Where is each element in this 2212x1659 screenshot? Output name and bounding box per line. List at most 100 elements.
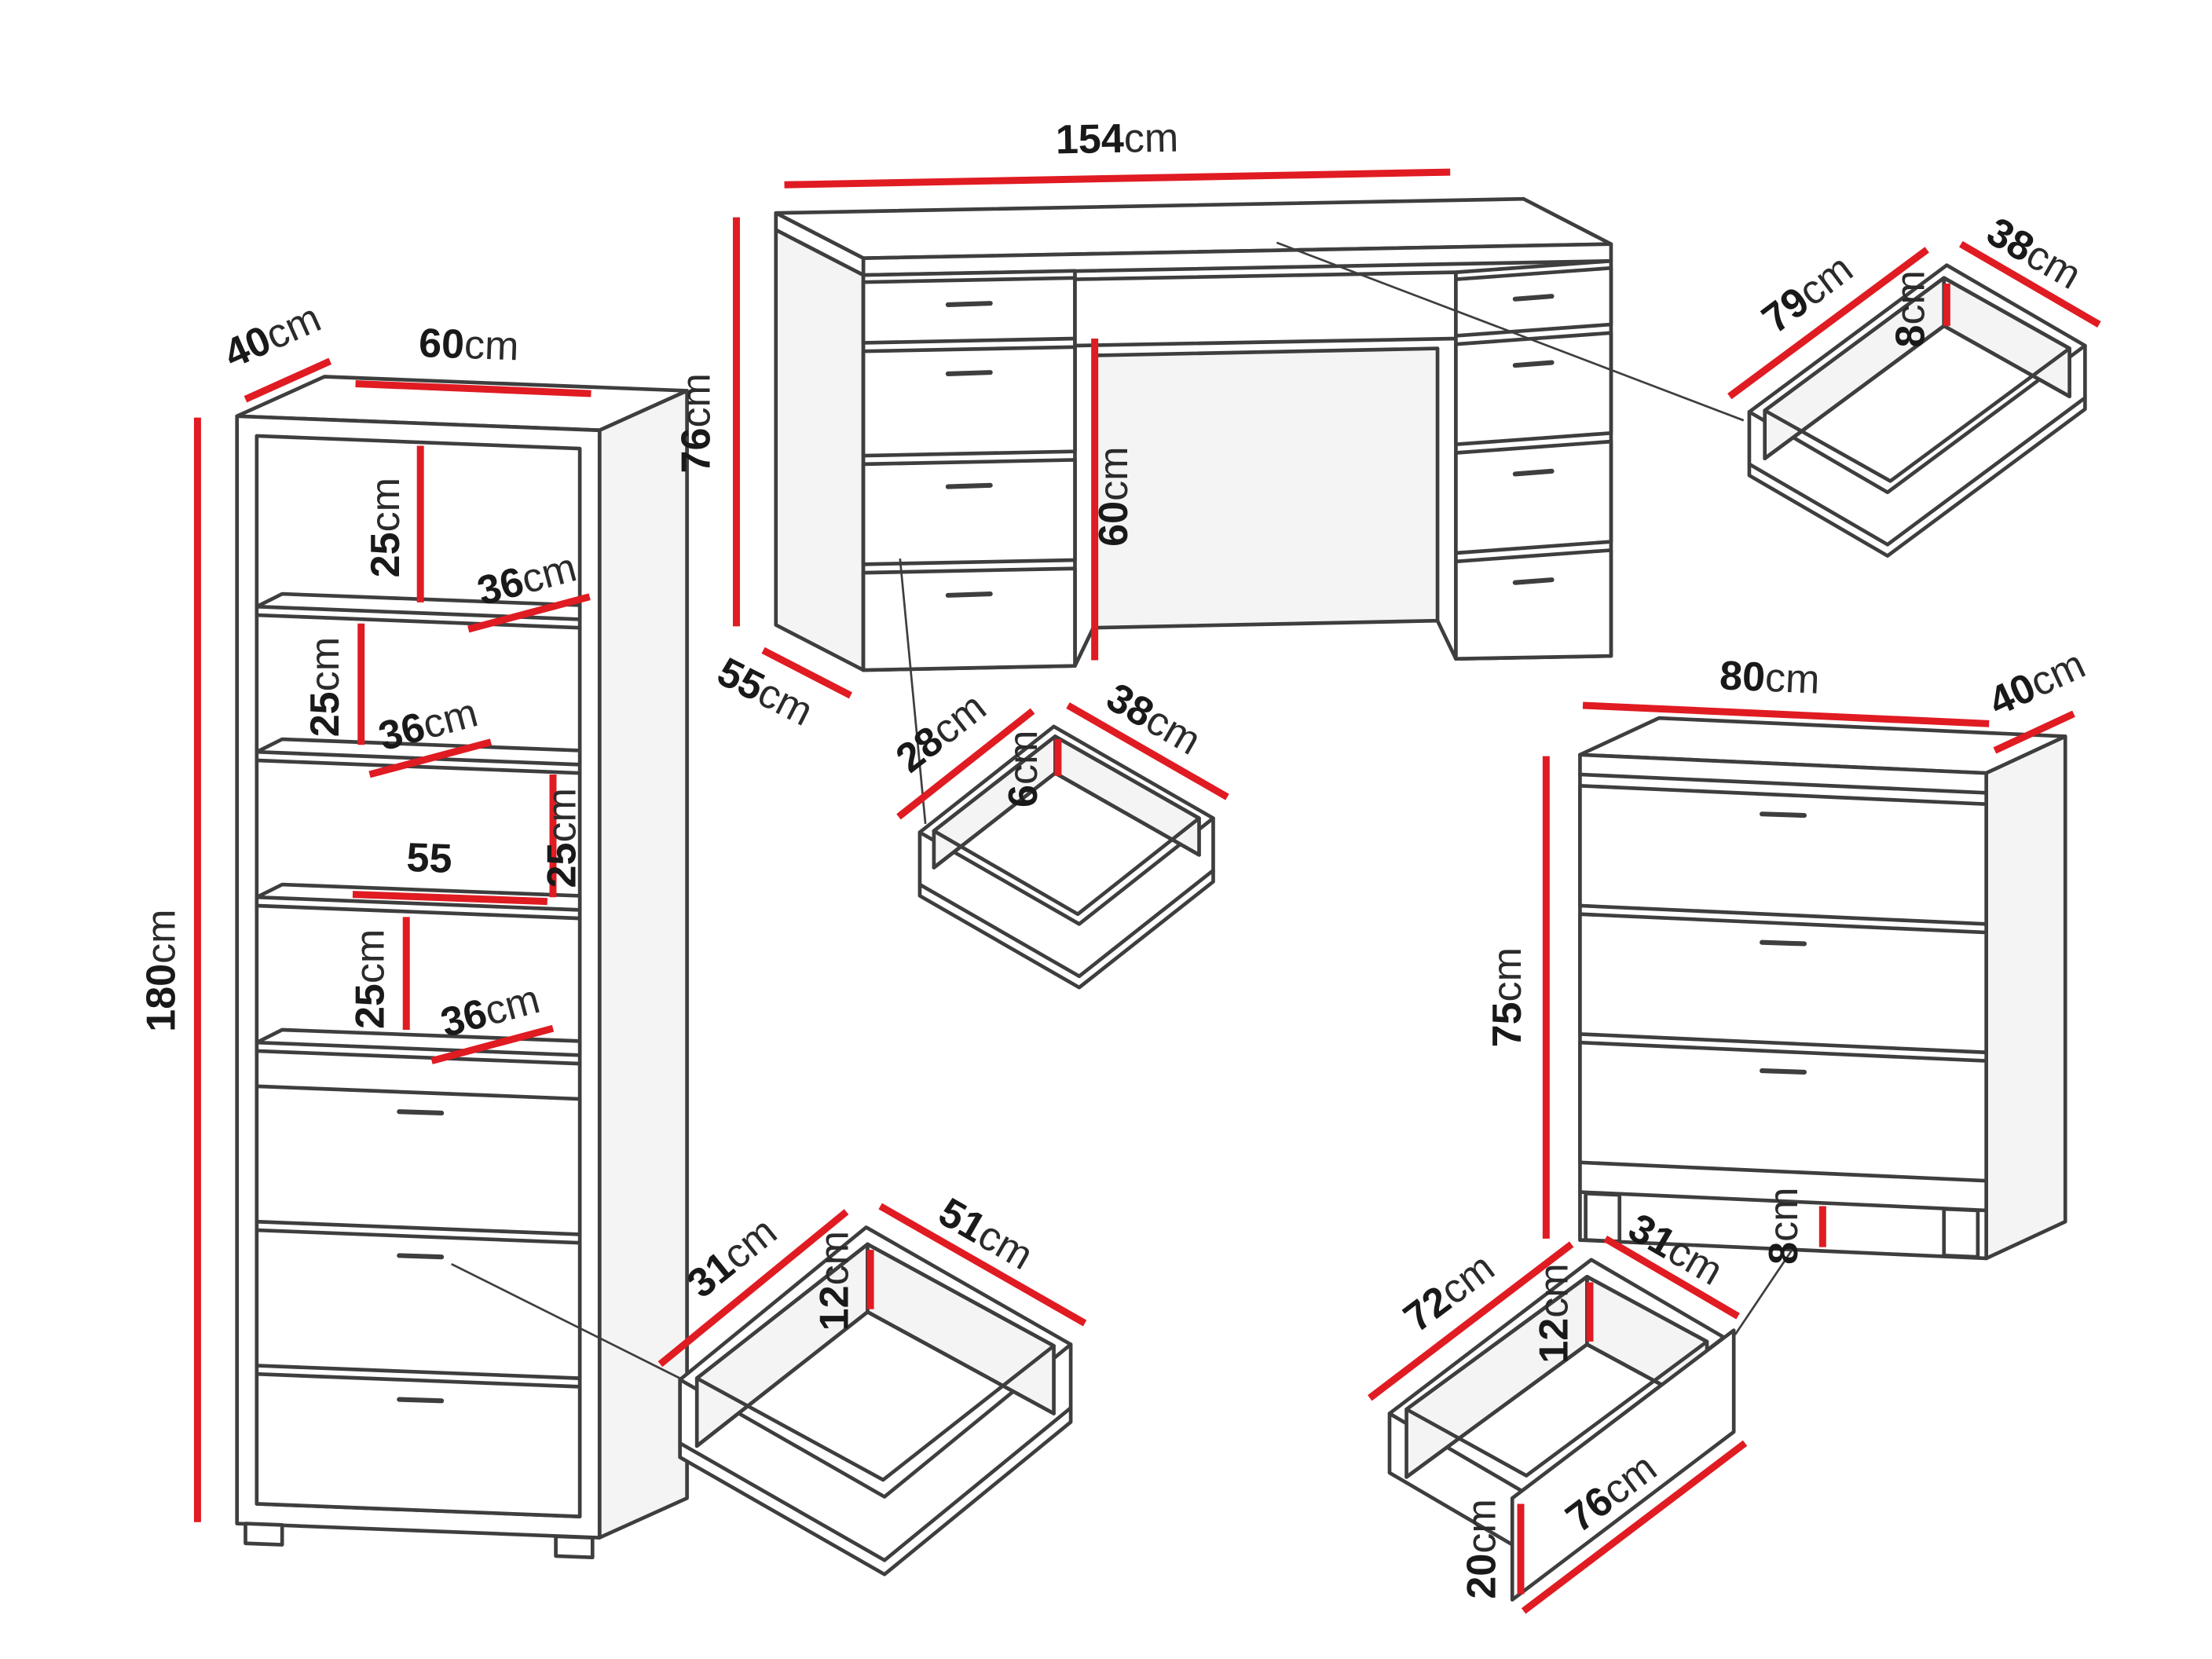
drawer-handle <box>1512 577 1555 585</box>
shelf-depth-dimension-line <box>430 1024 555 1064</box>
drawer-depth-dimension-line <box>1603 1235 1740 1320</box>
chest-height-label: 75cm <box>1485 947 1530 1047</box>
shelf-depth-dimension-line <box>467 593 591 633</box>
drawer-handle <box>945 591 993 598</box>
dimension-value: 36 <box>374 704 430 760</box>
desk-drawer-front <box>861 345 1077 458</box>
drawer-depth-dimension-line <box>657 1209 849 1368</box>
leader-line <box>1276 241 1745 422</box>
desk-knee-height-label: 60cm <box>1091 446 1137 546</box>
drawer-bottom-edge <box>1885 396 2087 547</box>
drawer-width-dimension-line <box>1066 702 1229 800</box>
leader-line <box>899 558 927 824</box>
desk-height-label: 76cm <box>673 373 719 473</box>
dimension-value: 36 <box>473 558 529 614</box>
dimension-value: 80 <box>1719 653 1766 700</box>
drawer-handle <box>1760 811 1807 819</box>
drawer-handle <box>945 370 993 376</box>
drawer-inner-rim <box>932 734 1201 917</box>
drawer-handle <box>1512 360 1555 368</box>
shelf-gap-label: 25cm <box>540 788 585 888</box>
desk-floor-line <box>1435 618 1458 661</box>
drawer-handle <box>397 1397 445 1404</box>
shelf <box>255 591 582 621</box>
desk-floor-line <box>1073 625 1096 668</box>
desk-back-panel <box>1091 346 1440 630</box>
dimension-value: 8 <box>1761 1242 1807 1265</box>
drawer-inner-height-label: 12cm <box>1531 1263 1577 1363</box>
drawer-inner-height-label: 12cm <box>811 1231 857 1331</box>
dimension-value: 12 <box>811 1285 857 1331</box>
shelf-edge <box>255 1049 582 1066</box>
chest-drawer-box: 72cm 31cm 12cm 20cm 76cm <box>1368 1205 1748 1614</box>
desk-drawer-front <box>1454 548 1613 661</box>
drawer-inner-height-label: 8cm <box>1888 270 1934 347</box>
dimension-value: 60 <box>1091 501 1137 547</box>
drawer-rim <box>1747 343 2087 495</box>
drawer-front-height-label: 20cm <box>1459 1499 1505 1599</box>
cabinet-width-dimension-line <box>355 380 591 397</box>
shelf-width-label: 55 <box>406 835 453 882</box>
drawer-bottom-edge <box>678 1441 887 1562</box>
drawer-depth-dimension-line <box>896 708 1035 820</box>
drawer-inner-rim <box>1763 276 2071 483</box>
tall-cabinet: 180cm 40cm 60cm 25cm 25cm 25cm 25cm 36cm… <box>139 295 689 1560</box>
drawer-bottom-edge <box>882 1405 1073 1562</box>
drawer-width-label: 38cm <box>1099 675 1208 764</box>
desk-width-label: 154cm <box>1055 115 1178 163</box>
cabinet-drawer-front <box>255 1228 582 1380</box>
cabinet-depth-dimension-line <box>244 357 332 403</box>
drawer-depth-label: 31cm <box>679 1209 785 1307</box>
drawer-front-panel <box>1510 1328 1736 1602</box>
cabinet-foot <box>244 1522 284 1547</box>
dimension-value: 36 <box>436 991 492 1046</box>
shelf-gap-label: 25cm <box>363 478 408 577</box>
chest-width-label: 80cm <box>1719 653 1821 703</box>
cabinet-drawer-front <box>255 1372 582 1518</box>
drawer-bottom-edge <box>1077 868 1215 979</box>
dimension-unit: cm <box>1764 655 1821 703</box>
dimension-unit: cm <box>1888 270 1934 324</box>
desk-drawer-front <box>861 566 1077 672</box>
shelf <box>255 737 582 767</box>
drawer-inner-height-label: 6cm <box>1001 731 1046 808</box>
desk-depth-dimension-line <box>761 646 852 699</box>
dimension-unit: cm <box>1459 1499 1505 1553</box>
dimension-value: 25 <box>347 983 393 1029</box>
drawer-handle <box>945 301 993 307</box>
desk-drawer-box: 28cm 38cm 6cm <box>888 675 1229 990</box>
shelf-depth-dimension-line <box>368 738 493 778</box>
dressing-table: 154cm 76cm 55cm 60cm <box>673 115 1613 735</box>
shelf-gap-label: 25cm <box>302 637 348 737</box>
dimension-unit: cm <box>347 929 393 983</box>
drawer-inner-rim <box>694 1242 1056 1482</box>
shelf-width-dimension-line <box>352 891 548 906</box>
drawer-width-label: 79cm <box>1754 246 1862 342</box>
drawer-handle <box>1512 294 1555 302</box>
drawer-bottom-edge <box>1747 462 1890 547</box>
drawer-handle <box>397 1109 445 1116</box>
desk-width-dimension-line <box>784 168 1451 189</box>
dimension-unit: cm <box>1761 1187 1807 1241</box>
drawer-inner-rim <box>1404 1274 1709 1478</box>
dimension-value: 25 <box>540 843 585 888</box>
dimension-value: 6 <box>1001 785 1046 808</box>
cabinet-height-label: 180cm <box>139 909 185 1031</box>
chest-of-drawers: 80cm 40cm 75cm 8cm <box>1485 642 2092 1265</box>
dimension-unit: cm <box>139 909 185 963</box>
chest-drawer-front <box>1578 912 1988 1055</box>
drawer-rim <box>917 816 1215 926</box>
dimension-unit: cm <box>1001 731 1046 785</box>
chest-leg <box>1942 1207 1980 1259</box>
dimension-unit: cm <box>363 478 408 532</box>
dimension-value: 154 <box>1055 116 1124 163</box>
dimension-value: 20 <box>1459 1554 1505 1599</box>
chest-base-gap-label: 8cm <box>1761 1187 1807 1264</box>
desk-drawer-front <box>1454 266 1613 338</box>
dimension-value: 25 <box>363 532 408 577</box>
dimension-unit: cm <box>1091 446 1137 500</box>
drawer-handle <box>945 482 993 489</box>
desk-drawer-front <box>1454 331 1613 447</box>
chest-drawer-front <box>1578 1040 1988 1183</box>
